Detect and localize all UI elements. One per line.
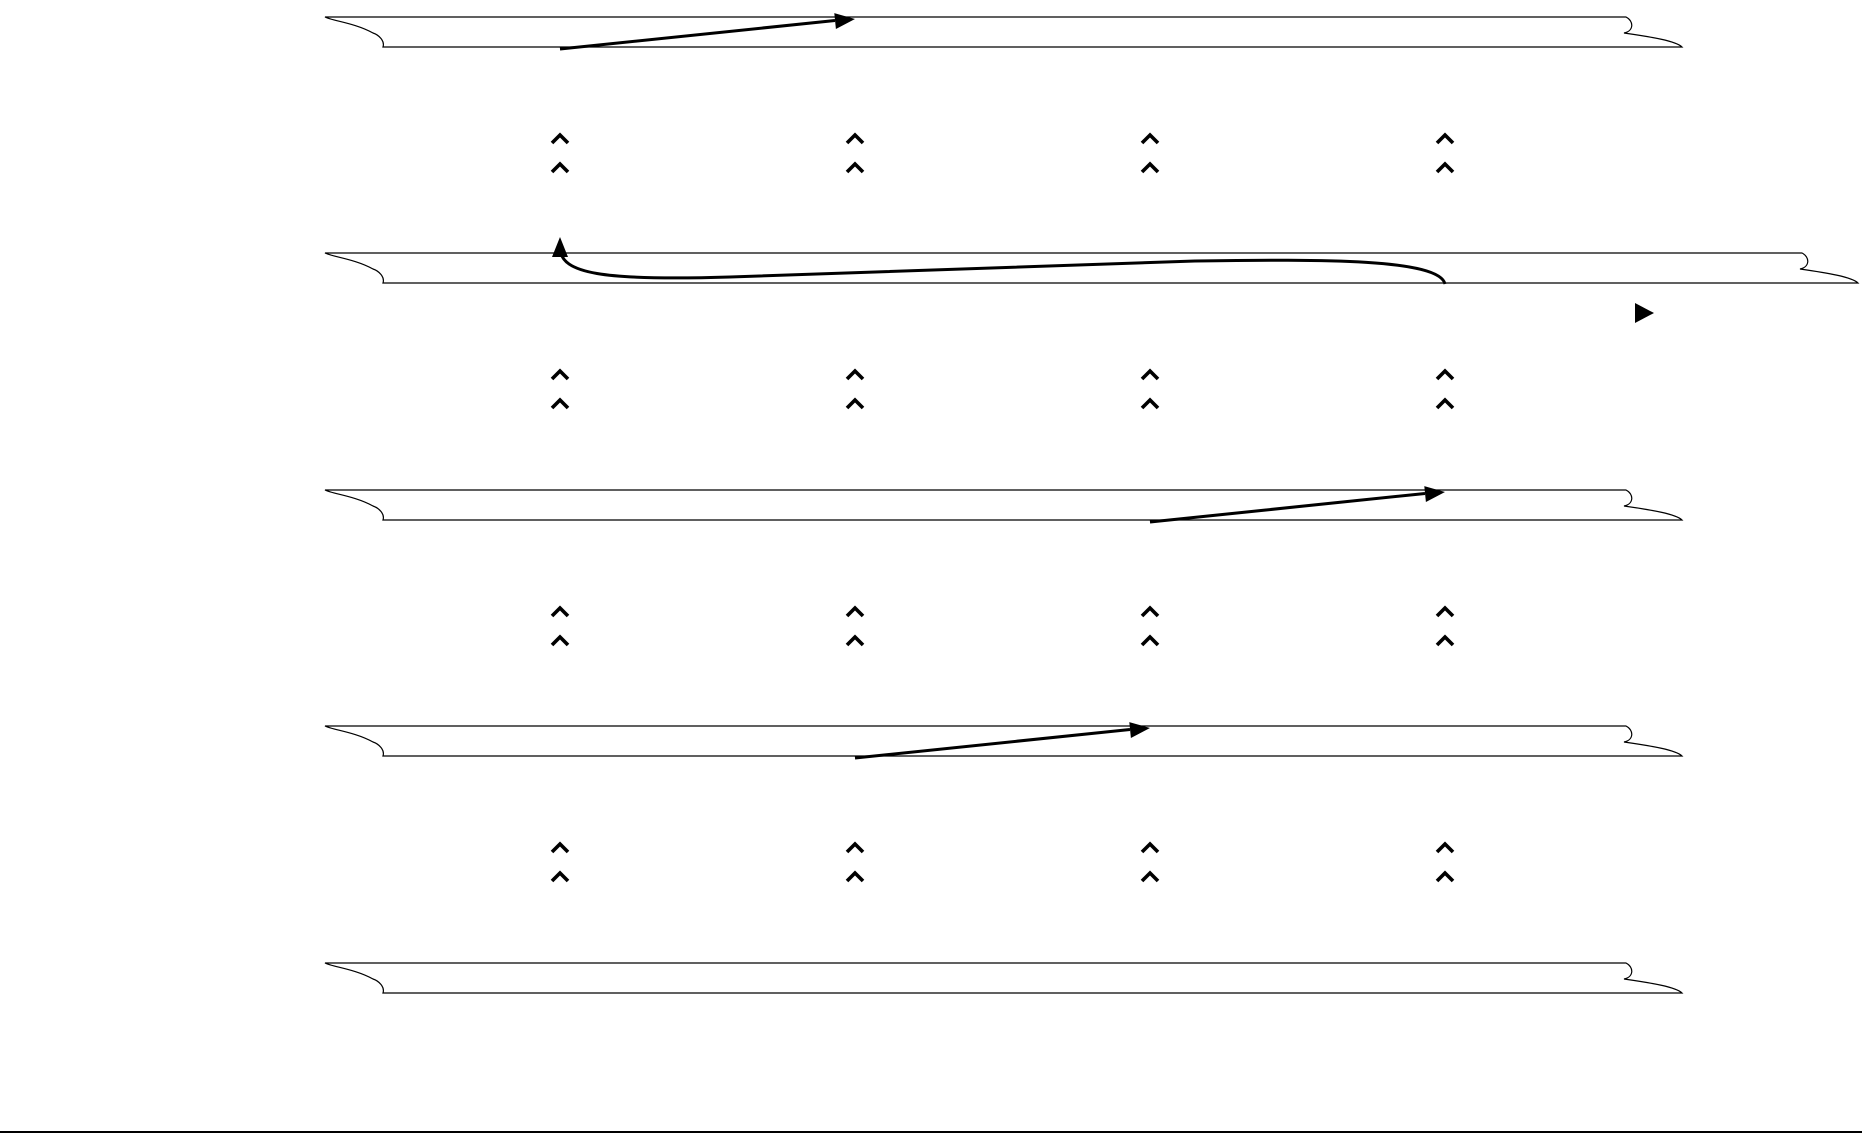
arrow-band-3-head [1424, 486, 1445, 502]
chevron-up-icon [845, 161, 865, 174]
chevron-up-icon [550, 368, 570, 381]
chevron-up-icon [1435, 397, 1455, 410]
double-chevron-up-icon [845, 132, 865, 174]
chevron-up-icon [1435, 161, 1455, 174]
chevron-up-icon [1435, 605, 1455, 618]
layer-band-2 [324, 252, 1860, 284]
chevron-up-icon [845, 397, 865, 410]
arrow-band-1-line [559, 19, 836, 51]
double-chevron-up-icon [1435, 605, 1455, 647]
chevron-up-icon [550, 841, 570, 854]
chevron-up-icon [1140, 368, 1160, 381]
chevron-up-icon [1435, 841, 1455, 854]
chevron-up-icon [550, 161, 570, 174]
chevron-up-icon [550, 132, 570, 145]
double-chevron-up-icon [845, 841, 865, 883]
layer-band-3 [324, 489, 1684, 521]
play-triangle-icon [1635, 303, 1654, 323]
arrow-band-1-head [834, 13, 855, 29]
chevron-up-icon [845, 368, 865, 381]
chevron-up-icon [1140, 841, 1160, 854]
double-chevron-up-icon [845, 605, 865, 647]
chevron-up-icon [1140, 161, 1160, 174]
double-chevron-up-icon [550, 368, 570, 410]
double-chevron-up-icon [550, 132, 570, 174]
double-chevron-up-icon [845, 368, 865, 410]
arrows-layer [552, 13, 1447, 760]
arrow-band-3-line [1149, 492, 1426, 524]
layer-band-5 [324, 962, 1684, 994]
arrow-band-2-head [552, 237, 568, 257]
double-chevron-up-icon [1140, 841, 1160, 883]
layer-band-4 [324, 725, 1684, 757]
chevron-up-icon [1140, 132, 1160, 145]
double-chevron-up-icon [550, 605, 570, 647]
double-chevron-up-icon [1140, 605, 1160, 647]
layer-band-1 [324, 16, 1684, 48]
chevron-up-icon [845, 634, 865, 647]
chevron-up-icon [845, 841, 865, 854]
arrow-band-2-curve [558, 248, 1447, 285]
chevrons-layer [550, 132, 1455, 883]
chevron-up-icon [550, 870, 570, 883]
chevron-up-icon [550, 605, 570, 618]
chevron-up-icon [845, 605, 865, 618]
chevron-up-icon [1140, 634, 1160, 647]
chevron-up-icon [1140, 605, 1160, 618]
chevron-up-icon [845, 132, 865, 145]
chevron-up-icon [1140, 870, 1160, 883]
double-chevron-up-icon [1140, 132, 1160, 174]
arrow-band-4-line [854, 728, 1131, 760]
chevron-up-icon [1435, 634, 1455, 647]
double-chevron-up-icon [1435, 368, 1455, 410]
markers-layer [1635, 303, 1654, 323]
double-chevron-up-icon [1140, 368, 1160, 410]
chevron-up-icon [550, 634, 570, 647]
chevron-up-icon [845, 870, 865, 883]
chevron-up-icon [1435, 870, 1455, 883]
chevron-up-icon [550, 397, 570, 410]
chevron-up-icon [1435, 132, 1455, 145]
chevron-up-icon [1435, 368, 1455, 381]
double-chevron-up-icon [550, 841, 570, 883]
double-chevron-up-icon [1435, 132, 1455, 174]
chevron-up-icon [1140, 397, 1160, 410]
arrow-band-4-head [1129, 722, 1150, 738]
double-chevron-up-icon [1435, 841, 1455, 883]
